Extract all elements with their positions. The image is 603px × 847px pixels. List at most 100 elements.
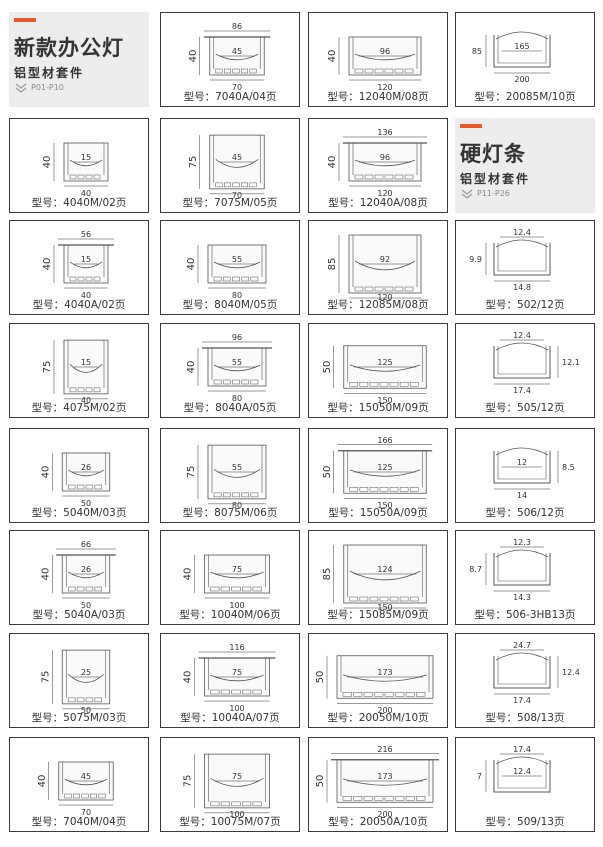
profile-slot (220, 586, 230, 592)
dimension-inner: 75 (232, 772, 242, 781)
profile-slot (93, 276, 101, 282)
section-title: 新款办公灯 (14, 36, 124, 60)
dimension-inner: 55 (232, 463, 242, 472)
dimension-bottom: 70 (232, 83, 242, 92)
profile-caption: 型号：10040M/06页 (179, 609, 281, 621)
profile-drawing: 12.38.714.3 (469, 538, 551, 602)
profile-slot (98, 793, 106, 799)
profile-body (493, 760, 551, 793)
profile-slot (93, 387, 101, 393)
profile-slot (85, 586, 94, 592)
profile-slot (384, 692, 394, 697)
profile-drawing: 12.412.117.4 (493, 331, 580, 395)
profile-caption: 型号：12040A/08页 (328, 197, 428, 209)
dimension-side: 75 (42, 361, 53, 374)
dimension-inner: 15 (81, 358, 91, 367)
profile-slot (416, 692, 426, 697)
dimension-bottom: 50 (81, 601, 91, 610)
profile-caption: 型号：5040A/03页 (32, 609, 126, 621)
profile-slot (374, 68, 384, 74)
dimension-top: 66 (81, 540, 91, 549)
profile-slot (384, 796, 394, 801)
dimension-bottom: 150 (377, 603, 392, 611)
profile-wall (497, 35, 547, 64)
dimension-inner: 15 (81, 153, 91, 162)
profile-slot (404, 174, 414, 180)
dimension-inner: 96 (380, 47, 390, 56)
profile-slot (94, 697, 102, 703)
dimension-bottom: 200 (377, 810, 392, 818)
profile-slot (231, 801, 241, 807)
profile-caption: 型号：12085M/08页 (327, 299, 429, 311)
profile-caption: 型号：505/12页 (485, 402, 565, 414)
dimension-side: 50 (322, 466, 333, 479)
profile-caption: 型号：20085M/10页 (474, 91, 576, 103)
dimension-inner: 75 (232, 565, 242, 574)
dimension-bottom: 80 (232, 291, 242, 300)
dimension-side: 75 (186, 466, 197, 479)
profile-slot (90, 793, 97, 799)
profile-slot (359, 487, 369, 492)
profile-caption: 型号：8040M/05页 (182, 299, 278, 311)
dimension-inner: 55 (232, 358, 242, 367)
profile-slot (394, 286, 404, 292)
profile-slot (241, 182, 248, 188)
dimension-side: 75 (40, 671, 51, 684)
dimension-inner: 173 (377, 668, 392, 677)
profile-caption: 型号：502/12页 (485, 299, 565, 311)
dimension-top: 12.3 (513, 538, 531, 547)
profile-caption: 型号：8075M/06页 (182, 507, 278, 519)
dimension-side: 85 (322, 568, 333, 581)
diffuser-arc (68, 571, 104, 579)
profile-caption: 型号：20050A/10页 (328, 816, 428, 828)
chevron-down-icon (461, 189, 473, 199)
diffuser-arc (213, 468, 261, 478)
dimension-side: 50 (315, 671, 326, 684)
dimension-side: 40 (183, 568, 194, 581)
dimension-top: 56 (81, 230, 91, 239)
profile-caption: 型号：7040M/04页 (31, 816, 127, 828)
dimension-inner: 45 (81, 772, 91, 781)
dimension-inner: 92 (380, 255, 390, 264)
profile-slot (232, 379, 240, 385)
profile-caption: 型号：7040A/04页 (183, 91, 277, 103)
dimension-side: 7 (477, 772, 482, 781)
profile-slot (389, 382, 399, 387)
profile-slot (342, 692, 352, 697)
profile-body (493, 346, 551, 379)
profile-slot (252, 689, 262, 695)
profile-wall (497, 553, 547, 582)
dimension-side: 40 (188, 50, 199, 63)
profile-caption: 型号：15085M/09页 (327, 609, 429, 621)
dimension-inner: 26 (81, 463, 91, 472)
dimension-side: 40 (186, 361, 197, 374)
profile-slot (404, 286, 414, 292)
profile-slot (241, 276, 250, 282)
profile-slot (242, 689, 252, 695)
profile-wall (497, 760, 547, 789)
